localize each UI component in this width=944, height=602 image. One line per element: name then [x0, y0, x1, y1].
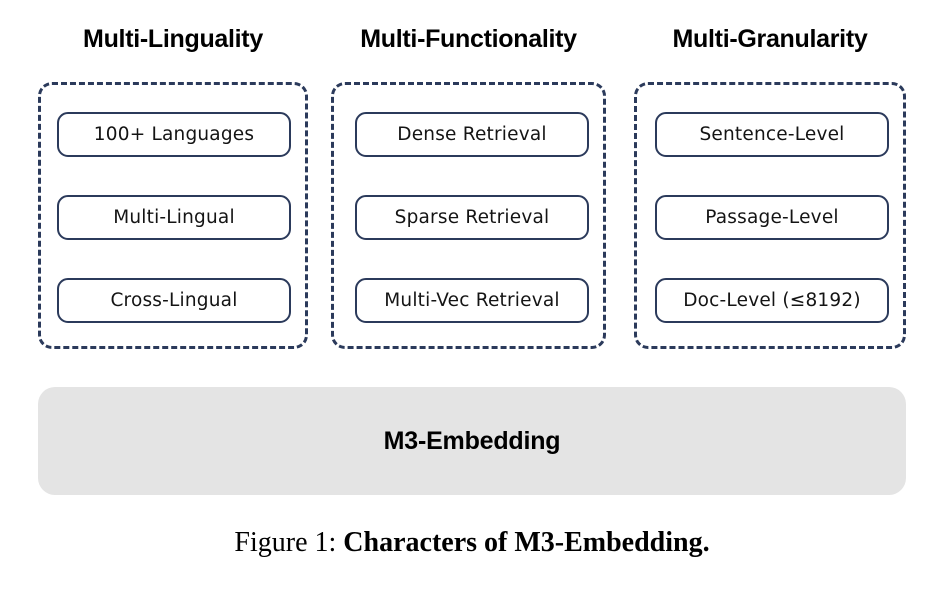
item-box: Sparse Retrieval: [355, 195, 589, 240]
item-label: Multi-Lingual: [113, 207, 235, 228]
caption-prefix: Figure 1:: [234, 527, 344, 558]
item-label: Sparse Retrieval: [394, 207, 550, 228]
column-header-multi-linguality: Multi-Linguality: [83, 25, 263, 53]
column-group-multi-granularity: Sentence-Level Passage-Level Doc-Level (…: [634, 82, 906, 349]
item-box: Doc-Level (≤8192): [655, 278, 889, 323]
item-label: 100+ Languages: [93, 124, 255, 145]
base-model-bar: M3-Embedding: [38, 387, 906, 495]
item-label: Multi-Vec Retrieval: [384, 290, 560, 311]
item-label: Dense Retrieval: [397, 124, 547, 145]
column-header-multi-granularity: Multi-Granularity: [672, 25, 868, 53]
item-label: Doc-Level (≤8192): [683, 290, 861, 311]
item-box: Sentence-Level: [655, 112, 889, 157]
column-group-multi-functionality: Dense Retrieval Sparse Retrieval Multi-V…: [331, 82, 606, 349]
column-group-multi-linguality: 100+ Languages Multi-Lingual Cross-Lingu…: [38, 82, 308, 349]
figure-caption: Figure 1: Characters of M3-Embedding.: [0, 527, 944, 559]
item-label: Cross-Lingual: [110, 290, 238, 311]
item-box: Dense Retrieval: [355, 112, 589, 157]
item-box: Multi-Vec Retrieval: [355, 278, 589, 323]
item-box: Passage-Level: [655, 195, 889, 240]
caption-title: Characters of M3-Embedding.: [343, 527, 710, 558]
item-box: 100+ Languages: [57, 112, 291, 157]
base-model-label: M3-Embedding: [383, 426, 561, 455]
item-label: Passage-Level: [705, 207, 839, 228]
item-box: Multi-Lingual: [57, 195, 291, 240]
item-box: Cross-Lingual: [57, 278, 291, 323]
column-header-multi-functionality: Multi-Functionality: [360, 25, 577, 53]
item-label: Sentence-Level: [699, 124, 845, 145]
